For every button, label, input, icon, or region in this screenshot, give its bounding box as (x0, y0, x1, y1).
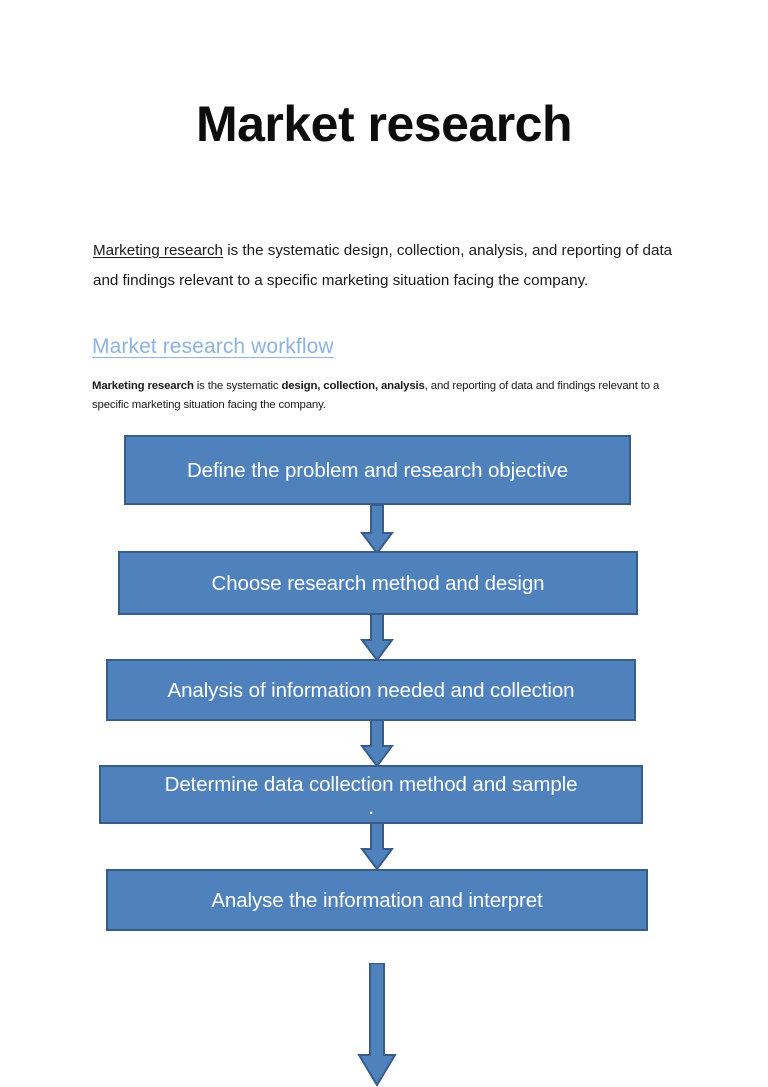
flow-arrow-3-to-4 (357, 720, 397, 768)
flow-node-4-label: Determine data collection method and sam… (164, 773, 578, 796)
flow-arrow-2-to-3 (357, 614, 397, 662)
section-heading-workflow: Market research workflow (92, 335, 334, 358)
flow-node-2: Choose research method and design (118, 551, 638, 615)
small-para-mid: is the systematic (193, 380, 282, 392)
flow-arrow-1-to-2 (357, 505, 397, 555)
page-title: Market research (195, 96, 573, 152)
workflow-description-paragraph: Marketing research is the systematic des… (92, 377, 682, 415)
small-para-bold-mid: design, collection, analysis (281, 380, 425, 392)
flow-node-5-label: Analyse the information and interpret (211, 888, 543, 912)
intro-rest: is the systematic design, collection, an… (93, 242, 673, 289)
flow-node-1-label: Define the problem and research objectiv… (186, 458, 569, 482)
flow-node-3: Analysis of information needed and colle… (106, 659, 636, 721)
flow-node-4: Determine data collection method and sam… (99, 765, 643, 824)
flow-node-3-label: Analysis of information needed and colle… (167, 678, 575, 702)
flow-node-2-label: Choose research method and design (211, 571, 545, 595)
intro-term: Marketing research (93, 242, 223, 259)
small-para-bold-lead: Marketing research (92, 380, 194, 392)
flow-node-4-sublabel: . (368, 796, 374, 819)
flow-node-1: Define the problem and research objectiv… (124, 435, 631, 505)
flow-node-5: Analyse the information and interpret (106, 869, 648, 931)
small-para-tail: , and reporting of data and findings rel… (92, 380, 660, 411)
intro-paragraph: Marketing research is the systematic des… (93, 236, 673, 296)
flow-arrow-5-to-next (356, 963, 398, 1087)
flow-arrow-4-to-5 (357, 823, 397, 871)
